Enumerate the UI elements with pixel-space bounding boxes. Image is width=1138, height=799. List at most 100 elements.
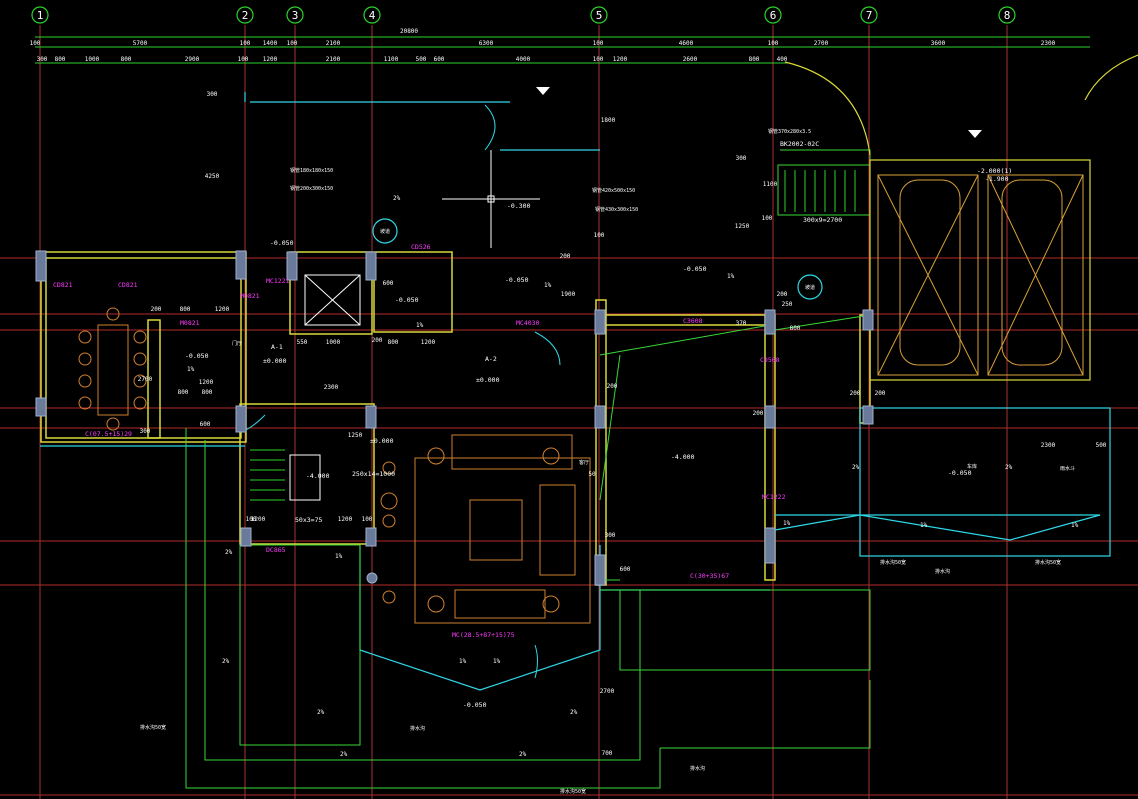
index-circle <box>372 218 398 244</box>
dimension-text: 500 <box>1096 442 1107 449</box>
annotation-label: CD821 <box>118 281 138 289</box>
annotation-label: -0.050 <box>683 265 707 273</box>
slope-label: 1% <box>544 282 552 289</box>
dimension-text: 2100 <box>326 56 341 63</box>
dimension-text: 200 <box>753 410 764 417</box>
annotation-label: M0821 <box>180 319 200 327</box>
axis-bubble-label: 3 <box>292 9 299 22</box>
annotation-label: -0.050 <box>395 296 419 304</box>
drawing-note: 排水沟50宽 <box>560 788 586 795</box>
dimension-text: 100 <box>594 232 605 239</box>
slope-label: 2% <box>222 658 230 665</box>
axis-bubble-8 <box>998 6 1016 24</box>
annotation-label: ±0.000 <box>370 437 394 445</box>
dimension-text: 1100 <box>384 56 399 63</box>
dimension-text: 100 <box>246 516 257 523</box>
axis-bubble-6 <box>764 6 782 24</box>
annotation-label: A-2 <box>485 355 497 363</box>
dimension-text: 300 <box>140 428 151 435</box>
dimension-text: 100 <box>362 516 373 523</box>
dimension-text: 300 <box>37 56 48 63</box>
annotation-label: ±0.000 <box>476 376 500 384</box>
dimension-text: 600 <box>620 566 631 573</box>
annotation-label: 300x9=2700 <box>803 216 842 224</box>
dimension-text: 2700 <box>814 40 829 47</box>
annotation-label: -2.000(1) <box>977 167 1012 175</box>
annotation-label: MC1222 <box>762 493 786 501</box>
annotation-label: ±0.000 <box>263 357 287 365</box>
dimension-text: 800 <box>178 389 189 396</box>
dimension-text: 3600 <box>931 40 946 47</box>
dimension-text: 2700 <box>600 688 615 695</box>
dimension-text: 1200 <box>199 379 214 386</box>
slope-label: 2% <box>393 195 401 202</box>
drawing-note: 钢管430x300x150 <box>595 206 638 213</box>
axis-bubble-2 <box>236 6 254 24</box>
axis-bubble-label: 6 <box>770 9 777 22</box>
slope-label: 1% <box>783 520 791 527</box>
slope-label: 1% <box>493 658 501 665</box>
dimension-text: 200 <box>151 306 162 313</box>
columns <box>35 250 874 586</box>
dimension-text: 100 <box>762 215 773 222</box>
dimension-text: 2100 <box>326 40 341 47</box>
annotation-label: CD568 <box>760 356 780 364</box>
annotation-label: -0.050 <box>463 701 487 709</box>
dimension-text: 1000 <box>85 56 100 63</box>
dimension-text: 6300 <box>479 40 494 47</box>
dimension-text: 2600 <box>683 56 698 63</box>
annotation-label: MC(28.5+87+15)75 <box>452 631 515 639</box>
dimension-text: 100 <box>593 40 604 47</box>
dimension-text: 100 <box>768 40 779 47</box>
dimension-text: 1000 <box>326 339 341 346</box>
annotation-label: DC865 <box>266 546 286 554</box>
crosshair-cursor <box>442 150 540 248</box>
slope-label: 2% <box>1005 464 1013 471</box>
axis-bubble-label: 4 <box>369 9 376 22</box>
dimension-text: 200 <box>777 291 788 298</box>
axis-bubble-1 <box>31 6 49 24</box>
dimension-text: 2300 <box>1041 40 1056 47</box>
annotation-label: C(30+35)67 <box>690 572 729 580</box>
dimension-text: 1100 <box>763 181 778 188</box>
axis-lines <box>39 25 1008 799</box>
annotation-label: -0.050 <box>505 276 529 284</box>
dimension-text: 2900 <box>185 56 200 63</box>
dimension-text: 200 <box>850 390 861 397</box>
drawing-note: 排水沟50宽 <box>880 559 906 566</box>
dimension-text: 1250 <box>348 432 363 439</box>
dimension-text: 600 <box>383 280 394 287</box>
annotation-label: C3608 <box>683 317 703 325</box>
dimension-text: 2300 <box>324 384 339 391</box>
drawing-note: 钢管180x180x150 <box>290 167 333 174</box>
level-markers <box>536 87 982 138</box>
dimension-text: 4600 <box>679 40 694 47</box>
annotation-label: MC1221 <box>266 277 290 285</box>
drawing-note: 排水沟50宽 <box>1035 559 1061 566</box>
dimension-text: 800 <box>202 389 213 396</box>
top-dimension-lines <box>35 36 1090 64</box>
dimension-text: 1900 <box>561 291 576 298</box>
drawing-note: 排水沟 <box>690 765 705 772</box>
dimension-text: 100 <box>593 56 604 63</box>
dimension-text: 200 <box>560 253 571 260</box>
dimension-text: 800 <box>121 56 132 63</box>
annotation-label: 50x3=75 <box>295 516 322 524</box>
dimension-text: 800 <box>55 56 66 63</box>
dimension-text: 1200 <box>338 516 353 523</box>
axis-bubble-label: 8 <box>1004 9 1011 22</box>
dimension-text: 800 <box>790 325 801 332</box>
dimension-text: 600 <box>434 56 445 63</box>
annotation-label: CD526 <box>411 243 431 251</box>
annotation-label: -1.900 <box>985 175 1009 183</box>
axis-bubble-label: 1 <box>37 9 44 22</box>
dimension-text: 800 <box>749 56 760 63</box>
dimension-text: 500 <box>416 56 427 63</box>
dimension-text: 400 <box>777 56 788 63</box>
dimension-text: 1400 <box>263 40 278 47</box>
